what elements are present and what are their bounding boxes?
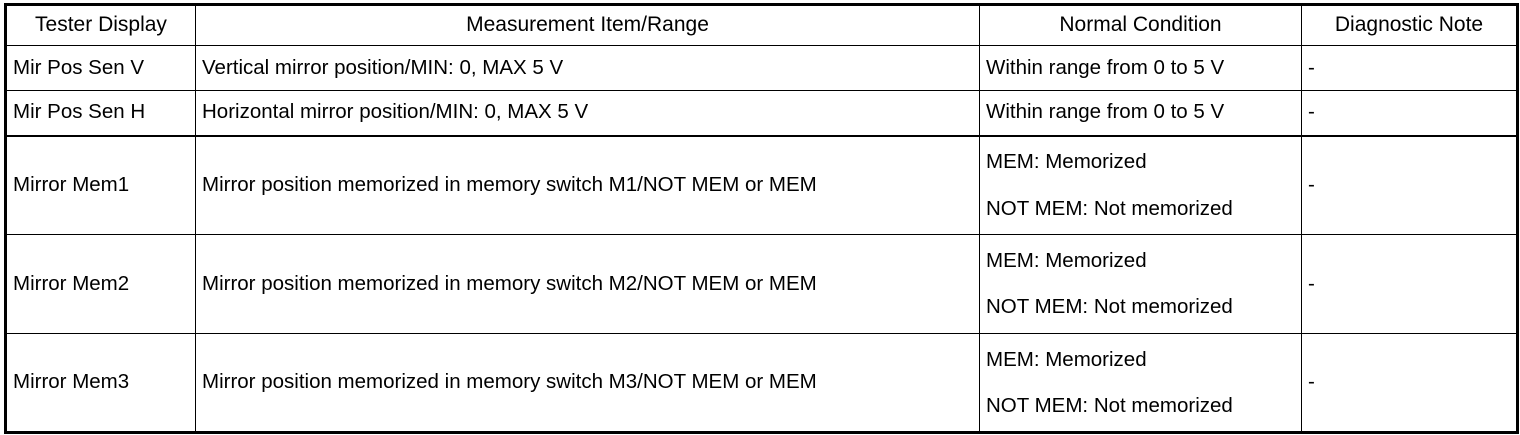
diagnostic-note-value: - bbox=[1308, 100, 1315, 124]
cell-tester-display: Mir Pos Sen H bbox=[5, 90, 196, 136]
normal-condition-stack: MEM: Memorized NOT MEM: Not memorized bbox=[980, 144, 1301, 226]
column-header-measurement-item-range: Measurement Item/Range bbox=[195, 4, 980, 46]
cell-measurement-item: Horizontal mirror position/MIN: 0, MAX 5… bbox=[195, 90, 980, 136]
tester-display-value: Mir Pos Sen H bbox=[13, 100, 146, 124]
table-row: Mirror Mem1 Mirror position memorized in… bbox=[5, 134, 1518, 235]
normal-condition-line-not-mem: NOT MEM: Not memorized bbox=[986, 196, 1233, 220]
cell-normal-condition: MEM: Memorized NOT MEM: Not memorized bbox=[979, 134, 1302, 235]
cell-tester-display: Mirror Mem3 bbox=[5, 333, 196, 433]
cell-tester-display: Mir Pos Sen V bbox=[5, 45, 196, 91]
diagnostic-table: Tester Display Measurement Item/Range No… bbox=[4, 3, 1519, 434]
cell-measurement-item: Mirror position memorized in memory swit… bbox=[195, 333, 980, 433]
measurement-item-value: Horizontal mirror position/MIN: 0, MAX 5… bbox=[202, 100, 589, 124]
table-row: Mirror Mem2 Mirror position memorized in… bbox=[5, 234, 1518, 334]
table-header-row: Tester Display Measurement Item/Range No… bbox=[5, 4, 1518, 46]
cell-tester-display: Mirror Mem1 bbox=[5, 134, 196, 235]
column-header-tester-display: Tester Display bbox=[5, 4, 196, 46]
normal-condition-line-not-mem: NOT MEM: Not memorized bbox=[986, 295, 1233, 319]
tester-display-value: Mirror Mem2 bbox=[13, 271, 130, 295]
column-header-normal-condition: Normal Condition bbox=[979, 4, 1302, 46]
normal-condition-value: Within range from 0 to 5 V bbox=[986, 55, 1225, 79]
cell-diagnostic-note: - bbox=[1301, 234, 1518, 334]
cell-normal-condition: Within range from 0 to 5 V bbox=[979, 45, 1302, 91]
diagnostic-note-value: - bbox=[1308, 55, 1315, 79]
normal-condition-line-mem: MEM: Memorized bbox=[986, 347, 1147, 371]
cell-diagnostic-note: - bbox=[1301, 134, 1518, 235]
table-body: Mir Pos Sen V Vertical mirror position/M… bbox=[5, 45, 1518, 433]
tester-display-value: Mirror Mem3 bbox=[13, 370, 130, 394]
diagnostic-table-sheet: Tester Display Measurement Item/Range No… bbox=[0, 3, 1520, 435]
normal-condition-line-mem: MEM: Memorized bbox=[986, 150, 1147, 174]
normal-condition-line-not-mem: NOT MEM: Not memorized bbox=[986, 393, 1233, 417]
table-row: Mir Pos Sen V Vertical mirror position/M… bbox=[5, 45, 1518, 91]
normal-condition-value: Within range from 0 to 5 V bbox=[986, 100, 1225, 124]
cell-tester-display: Mirror Mem2 bbox=[5, 234, 196, 334]
cell-measurement-item: Mirror position memorized in memory swit… bbox=[195, 234, 980, 334]
diagnostic-note-value: - bbox=[1308, 370, 1315, 394]
measurement-item-value: Mirror position memorized in memory swit… bbox=[202, 271, 817, 295]
cell-normal-condition: MEM: Memorized NOT MEM: Not memorized bbox=[979, 333, 1302, 433]
column-header-diagnostic-note: Diagnostic Note bbox=[1301, 4, 1518, 46]
cell-normal-condition: Within range from 0 to 5 V bbox=[979, 90, 1302, 136]
cell-measurement-item: Vertical mirror position/MIN: 0, MAX 5 V bbox=[195, 45, 980, 91]
tester-display-value: Mir Pos Sen V bbox=[13, 55, 145, 79]
normal-condition-line-mem: MEM: Memorized bbox=[986, 249, 1147, 272]
tester-display-value: Mirror Mem1 bbox=[13, 172, 130, 196]
normal-condition-stack: MEM: Memorized NOT MEM: Not memorized bbox=[980, 342, 1301, 424]
cell-diagnostic-note: - bbox=[1301, 333, 1518, 433]
measurement-item-value: Mirror position memorized in memory swit… bbox=[202, 370, 817, 394]
measurement-item-value: Mirror position memorized in memory swit… bbox=[202, 172, 817, 196]
cell-normal-condition: MEM: Memorized NOT MEM: Not memorized bbox=[979, 234, 1302, 334]
cell-diagnostic-note: - bbox=[1301, 45, 1518, 91]
measurement-item-value: Vertical mirror position/MIN: 0, MAX 5 V bbox=[202, 55, 564, 79]
table-header: Tester Display Measurement Item/Range No… bbox=[5, 4, 1518, 46]
cell-measurement-item: Mirror position memorized in memory swit… bbox=[195, 134, 980, 235]
diagnostic-note-value: - bbox=[1308, 172, 1315, 196]
table-row: Mir Pos Sen H Horizontal mirror position… bbox=[5, 90, 1518, 136]
diagnostic-note-value: - bbox=[1308, 271, 1315, 295]
cell-diagnostic-note: - bbox=[1301, 90, 1518, 136]
normal-condition-stack: MEM: Memorized NOT MEM: Not memorized bbox=[980, 243, 1301, 325]
table-row: Mirror Mem3 Mirror position memorized in… bbox=[5, 333, 1518, 433]
